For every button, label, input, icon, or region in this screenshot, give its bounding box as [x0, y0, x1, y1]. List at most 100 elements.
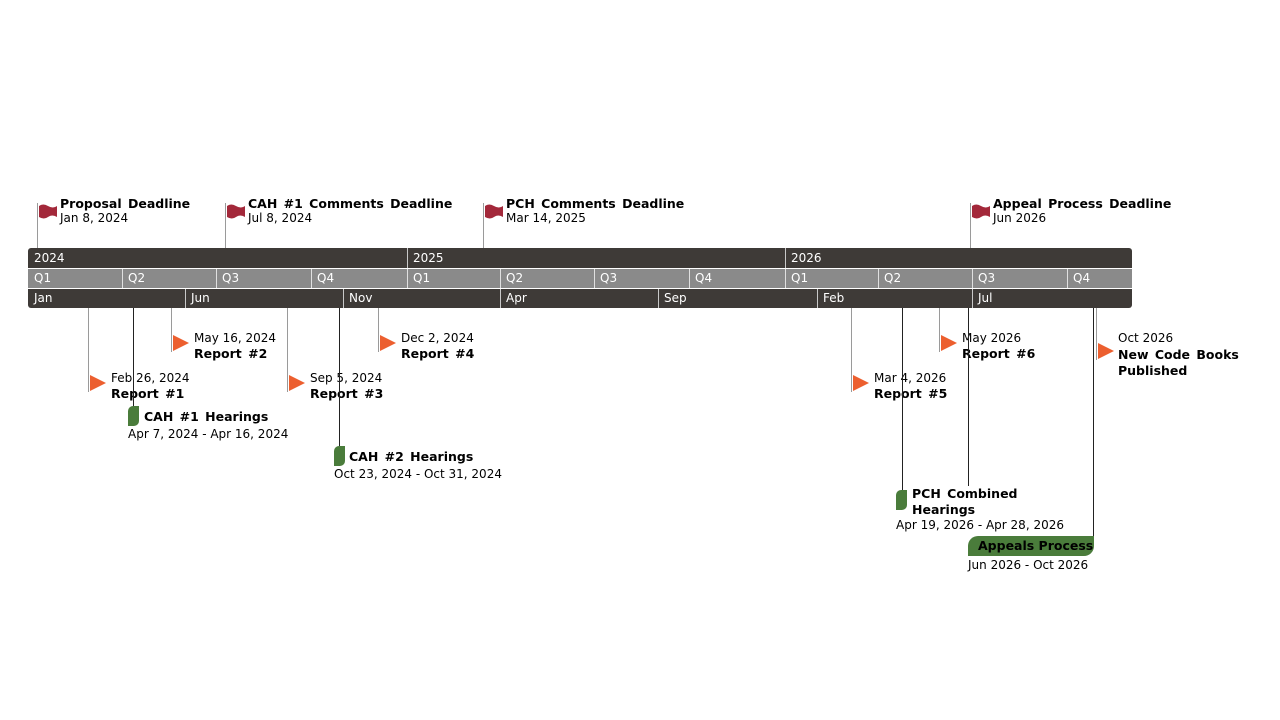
milestone-title: Appeal Process Deadline — [993, 196, 1172, 211]
quarter-scale: Q1 Q2 Q3 Q4 Q1 Q2 Q3 Q4 Q1 Q2 Q3 Q4 — [28, 269, 1132, 288]
quarter-label: Q1 — [791, 271, 809, 285]
triangle-icon — [1098, 343, 1114, 359]
quarter-label: Q2 — [884, 271, 902, 285]
month-label: Sep — [664, 291, 687, 305]
report-date: Sep 5, 2024 — [310, 371, 383, 385]
report-title-line1: New Code Books — [1118, 347, 1239, 362]
connector-line — [483, 203, 484, 248]
report-date: Feb 26, 2024 — [111, 371, 190, 385]
connector-line — [287, 308, 288, 392]
report-title: Report #1 — [111, 386, 185, 401]
task-title: Appeals Process — [978, 538, 1094, 553]
quarter-label: Q4 — [695, 271, 713, 285]
triangle-icon — [173, 335, 189, 351]
report-date: May 2026 — [962, 331, 1022, 345]
connector-line — [88, 308, 89, 392]
connector-line — [851, 308, 852, 392]
quarter-separator — [594, 269, 595, 288]
task-date: Apr 19, 2026 - Apr 28, 2026 — [896, 518, 1064, 532]
month-label: Jun — [191, 291, 210, 305]
month-scale: Jan Jun Nov Apr Sep Feb Jul — [28, 289, 1132, 308]
month-separator — [972, 289, 973, 308]
month-separator — [500, 289, 501, 308]
connector-line — [970, 203, 971, 248]
quarter-label: Q1 — [413, 271, 431, 285]
flag-icon — [485, 204, 503, 219]
milestone-date: Mar 14, 2025 — [506, 211, 586, 225]
connector-line — [1093, 308, 1094, 536]
quarter-separator — [500, 269, 501, 288]
quarter-label: Q1 — [34, 271, 52, 285]
task-date: Oct 23, 2024 - Oct 31, 2024 — [334, 467, 502, 481]
quarter-separator — [785, 269, 786, 288]
year-scale: 2024 2025 2026 — [28, 248, 1132, 268]
task-date: Apr 7, 2024 - Apr 16, 2024 — [128, 427, 289, 441]
report-title-line2: Published — [1118, 363, 1188, 378]
task-bar — [968, 536, 1094, 556]
connector-line — [902, 308, 903, 490]
month-label: Nov — [349, 291, 373, 305]
year-separator — [785, 248, 786, 268]
connector-line — [225, 203, 226, 248]
triangle-icon — [941, 335, 957, 351]
report-title: Report #3 — [310, 386, 384, 401]
task-date: Jun 2026 - Oct 2026 — [968, 558, 1089, 572]
connector-line — [939, 308, 940, 352]
milestone-title: Proposal Deadline — [60, 196, 191, 211]
task-marker — [334, 446, 345, 466]
month-separator — [343, 289, 344, 308]
year-separator — [407, 248, 408, 268]
connector-line — [339, 308, 340, 446]
milestone-title: CAH #1 Comments Deadline — [248, 196, 453, 211]
quarter-separator — [122, 269, 123, 288]
triangle-icon — [853, 375, 869, 391]
quarter-label: Q3 — [600, 271, 618, 285]
quarter-label: Q2 — [128, 271, 146, 285]
quarter-separator — [1067, 269, 1068, 288]
flag-icon — [972, 204, 990, 219]
month-label: Apr — [506, 291, 527, 305]
quarter-label: Q4 — [1073, 271, 1091, 285]
milestone-title: PCH Comments Deadline — [506, 196, 685, 211]
task-title-line1: PCH Combined — [912, 486, 1018, 501]
year-label: 2025 — [413, 251, 444, 265]
task-marker — [896, 490, 907, 510]
triangle-icon — [289, 375, 305, 391]
month-label: Feb — [823, 291, 845, 305]
quarter-separator — [216, 269, 217, 288]
month-separator — [185, 289, 186, 308]
report-title: Report #4 — [401, 346, 475, 361]
connector-line — [37, 203, 38, 248]
connector-line — [968, 308, 969, 486]
quarter-label: Q3 — [222, 271, 240, 285]
quarter-label: Q3 — [978, 271, 996, 285]
year-label: 2024 — [34, 251, 65, 265]
quarter-label: Q2 — [506, 271, 524, 285]
triangle-icon — [90, 375, 106, 391]
quarter-separator — [311, 269, 312, 288]
report-title: Report #2 — [194, 346, 268, 361]
quarter-separator — [972, 269, 973, 288]
task-marker — [128, 406, 139, 426]
month-label: Jan — [34, 291, 53, 305]
triangle-icon — [380, 335, 396, 351]
task-title: CAH #2 Hearings — [349, 449, 474, 464]
task-title-line2: Hearings — [912, 502, 976, 517]
quarter-separator — [689, 269, 690, 288]
report-date: Mar 4, 2026 — [874, 371, 947, 385]
connector-line — [378, 308, 379, 352]
month-separator — [817, 289, 818, 308]
report-title: Report #5 — [874, 386, 948, 401]
connector-line — [171, 308, 172, 352]
month-separator — [658, 289, 659, 308]
connector-line — [133, 308, 134, 406]
month-label: Jul — [978, 291, 993, 305]
connector-line — [1096, 308, 1097, 360]
report-date: May 16, 2024 — [194, 331, 277, 345]
milestone-date: Jan 8, 2024 — [60, 211, 129, 225]
flag-icon — [227, 204, 245, 219]
year-label: 2026 — [791, 251, 822, 265]
report-date: Dec 2, 2024 — [401, 331, 474, 345]
flag-icon — [39, 204, 57, 219]
milestone-date: Jun 2026 — [993, 211, 1047, 225]
